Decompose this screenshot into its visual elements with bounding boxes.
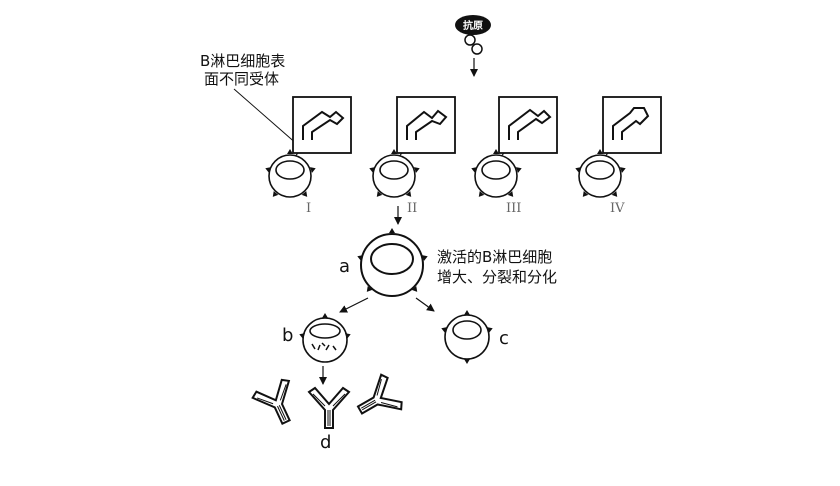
plasma-cell-antibodies	[311, 342, 337, 351]
plasma-cell: b	[282, 313, 352, 363]
b-cell-1: I	[264, 96, 352, 216]
antigen-epitope-top	[464, 34, 476, 46]
memory-cell-label: c	[499, 328, 509, 349]
antigen: 抗原	[455, 15, 491, 77]
memory-receptor-a	[464, 310, 470, 315]
memory-cell: c	[440, 310, 509, 364]
activated-note-line1: 激活的B淋巴细胞	[437, 248, 552, 266]
cell-roman-2: II	[407, 201, 417, 216]
b-cell-3: III	[470, 96, 558, 216]
b-cell-4: IV	[574, 96, 662, 216]
receptor-shape-2	[406, 109, 448, 140]
plasma-cell-nucleus	[309, 323, 341, 339]
receptor-note-line2: 面不同受体	[204, 70, 279, 88]
activated-b-cell: a 激活的B淋巴细胞 增大、分裂和分化	[339, 228, 557, 297]
plasma-receptor-a	[322, 313, 328, 318]
antigen-body	[455, 15, 491, 35]
receptor-shape-4	[612, 107, 650, 140]
receptor-note-line1: B淋巴细胞表	[200, 52, 285, 70]
activated-cell-label: a	[339, 256, 350, 277]
activated-cell-nucleus	[370, 243, 414, 275]
memory-receptor-d	[464, 359, 470, 364]
arrow-to-memory-cell	[415, 297, 435, 312]
antibody-2	[308, 387, 350, 429]
cell-nucleus-2	[379, 160, 409, 180]
cell-roman-4: IV	[610, 201, 625, 216]
b-cell-2: II	[368, 96, 456, 216]
cell-roman-3: III	[506, 201, 521, 216]
activated-receptor-a	[389, 228, 395, 233]
receptor-note-pointer	[233, 88, 299, 146]
cell-nucleus-1	[275, 160, 305, 180]
receptor-note: B淋巴细胞表 面不同受体	[200, 52, 299, 146]
cell-roman-1: I	[306, 201, 311, 216]
antigen-epitope-bottom	[471, 43, 483, 55]
antibody-label: d	[320, 432, 331, 453]
receptor-shape-1	[302, 110, 345, 140]
receptor-shape-3	[508, 108, 552, 140]
cell-nucleus-4	[585, 160, 615, 180]
activated-note-line2: 增大、分裂和分化	[437, 268, 557, 286]
antibodies: d	[249, 371, 406, 453]
arrow-to-plasma-cell	[339, 297, 369, 313]
receptor-4a	[597, 149, 603, 154]
cell-nucleus-3	[481, 160, 511, 180]
antibody-1	[249, 376, 306, 432]
memory-cell-nucleus	[452, 320, 482, 340]
plasma-cell-label: b	[282, 325, 293, 346]
antigen-label: 抗原	[463, 19, 483, 32]
antibody-3	[349, 371, 406, 429]
